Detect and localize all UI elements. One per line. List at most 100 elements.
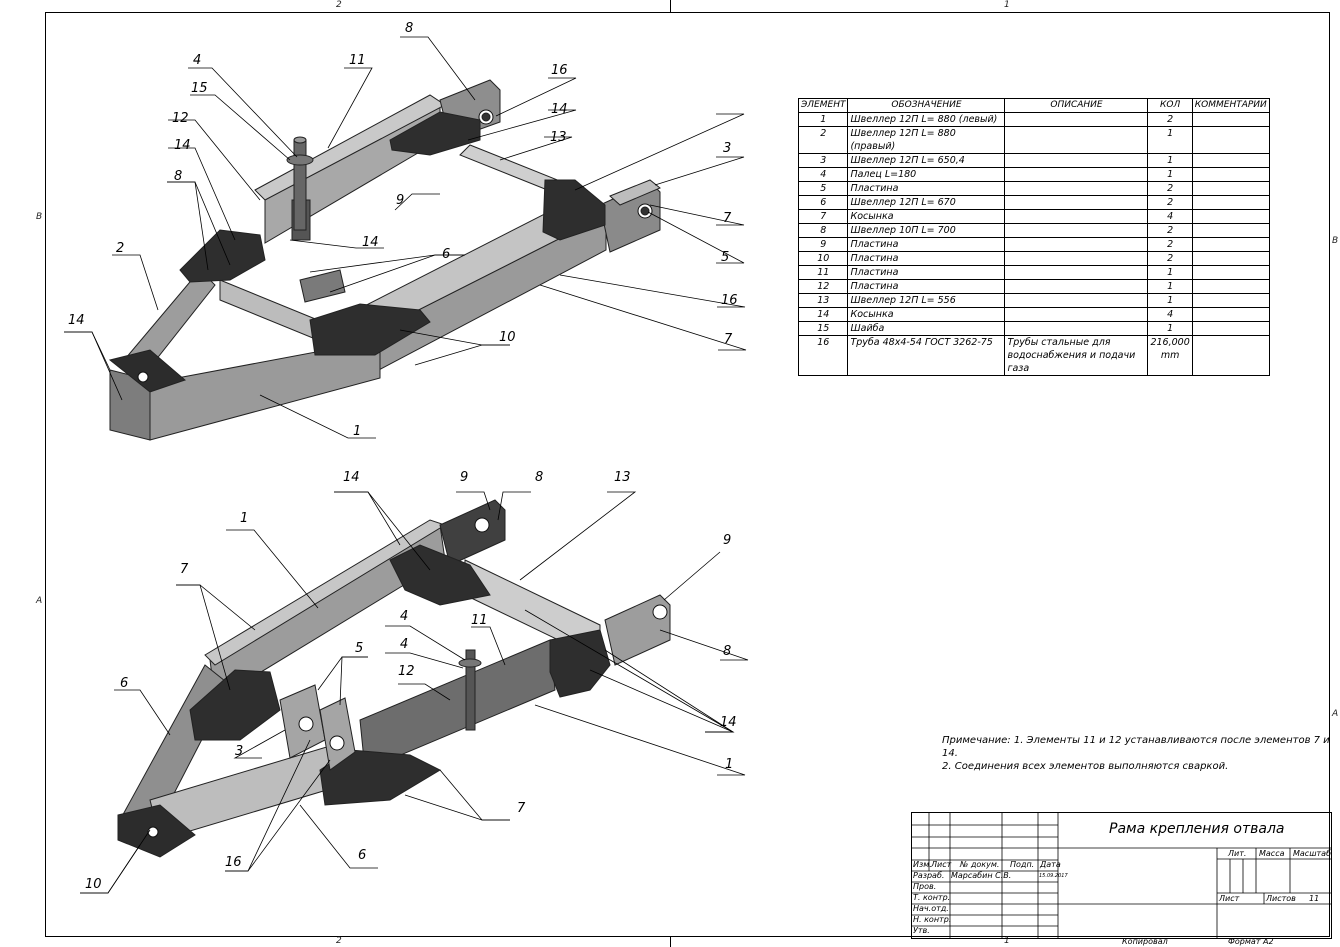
bom-header-description: ОПИСАНИЕ	[1004, 98, 1149, 113]
callout-bottom-4a: 4	[400, 609, 408, 624]
bottom-beam-2	[359, 639, 556, 771]
top-washer-15	[286, 154, 314, 166]
bom-header-row: ЭЛЕМЕНТ ОБОЗНАЧЕНИЕ ОПИСАНИЕ КОЛ КОММЕНТ…	[797, 98, 1270, 113]
bom-cell-designation: Швеллер 12П L= 670	[847, 195, 1006, 210]
tb-podp: Подп.	[1010, 860, 1035, 869]
bom-cell-comments	[1191, 307, 1270, 322]
tb-list2: Лист	[1219, 894, 1240, 903]
bom-cell-description	[1004, 181, 1149, 196]
bottom-assembly-view	[117, 499, 671, 858]
bom-cell-comments	[1191, 112, 1270, 127]
bom-cell-description	[1004, 153, 1149, 168]
tb-kopiroval: Копировал	[1122, 937, 1168, 946]
callout-bottom-1b: 1	[725, 757, 733, 772]
zone-label-right-upper: B	[1332, 236, 1339, 246]
callout-top-9: 7	[723, 211, 732, 226]
bom-cell-designation: Пластина	[847, 265, 1006, 280]
bom-cell-element: 1	[797, 112, 849, 127]
callout-top-15: 15	[191, 81, 208, 96]
top-assembly-view	[108, 79, 661, 441]
callout-top-4: 4	[193, 53, 201, 68]
callout-bottom-13: 13	[614, 470, 631, 485]
bom-cell-description	[1004, 293, 1149, 308]
tb-format: Формат А2	[1228, 937, 1274, 946]
bom-cell-qty: 4	[1147, 209, 1193, 224]
bottom-beam-8-top	[439, 499, 506, 566]
tb-utv: Утв.	[913, 926, 930, 935]
zone-label-bottom-left: 2	[336, 936, 342, 946]
callout-top-7a: 8	[174, 169, 182, 184]
tb-nachotd: Нач.отд.	[913, 904, 949, 913]
top-pin-4	[293, 139, 307, 231]
title-block-grid	[912, 813, 1331, 938]
bom-cell-description	[1004, 223, 1149, 238]
bom-cell-element: 11	[797, 265, 849, 280]
title-block: Рама крепления отвала Изм. Лист № докум.…	[911, 812, 1332, 939]
callout-bottom-12: 12	[398, 664, 415, 679]
bom-cell-comments	[1191, 321, 1270, 336]
bom-cell-element: 4	[797, 167, 849, 182]
callout-bottom-4b: 4	[400, 637, 408, 652]
bill-of-materials: ЭЛЕМЕНТ ОБОЗНАЧЕНИЕ ОПИСАНИЕ КОЛ КОММЕНТ…	[797, 98, 1270, 376]
zone-label-top-left: 2	[336, 0, 342, 10]
note-line-1: Примечание: 1. Элементы 11 и 12 устанавл…	[942, 735, 1330, 759]
callout-bottom-14a: 14	[343, 470, 360, 485]
bom-cell-designation: Шайба	[847, 321, 1006, 336]
bom-cell-qty: 1	[1147, 167, 1193, 182]
bom-header-designation: ОБОЗНАЧЕНИЕ	[847, 98, 1006, 113]
bom-cell-element: 3	[797, 153, 849, 168]
bom-cell-comments	[1191, 223, 1270, 238]
bom-cell-description	[1004, 209, 1149, 224]
bom-cell-description	[1004, 307, 1149, 322]
bom-cell-element: 15	[797, 321, 849, 336]
bom-cell-qty: 216,000 mm	[1147, 335, 1193, 376]
tb-author: Марсабин С.В.	[951, 871, 1012, 880]
bom-cell-comments	[1191, 251, 1270, 266]
bottom-pin-4	[465, 649, 476, 731]
bom-cell-description	[1004, 112, 1149, 127]
bom-cell-designation: Пластина	[847, 279, 1006, 294]
bom-cell-qty: 1	[1147, 265, 1193, 280]
bom-cell-description	[1004, 321, 1149, 336]
tb-nkontr: Н. контр.	[913, 915, 952, 924]
bom-cell-designation: Пластина	[847, 237, 1006, 252]
zone-label-top-right: 1	[1004, 0, 1010, 10]
tb-razrab: Разраб.	[913, 871, 945, 880]
bom-cell-description	[1004, 251, 1149, 266]
bom-cell-qty: 2	[1147, 223, 1193, 238]
bom-cell-element: 10	[797, 251, 849, 266]
callout-bottom-8a: 8	[535, 470, 543, 485]
callout-top-7b: 10	[499, 330, 516, 345]
top-gusset-7a	[179, 229, 266, 283]
bom-cell-element: 2	[797, 126, 849, 154]
bom-cell-qty: 1	[1147, 126, 1193, 154]
bom-cell-qty: 1	[1147, 293, 1193, 308]
callout-top-14c: 16	[721, 293, 738, 308]
callout-top-14b: 9	[396, 193, 404, 208]
tb-massa: Масса	[1259, 849, 1285, 858]
bom-cell-comments	[1191, 209, 1270, 224]
tb-lit: Лит.	[1228, 849, 1247, 858]
tb-data: Дата	[1040, 860, 1061, 869]
bottom-gusset-14b	[549, 629, 611, 698]
tb-masshtab: Масштаб	[1293, 849, 1332, 858]
bom-header-element: ЭЛЕМЕНТ	[797, 98, 849, 113]
frame-bottom	[45, 936, 1330, 937]
bom-cell-comments	[1191, 195, 1270, 210]
zone-divider-bottom	[670, 937, 671, 947]
callout-top-6b: 1	[353, 424, 361, 439]
top-gusset-14a	[389, 111, 481, 156]
tb-listov-value: 11	[1309, 894, 1320, 903]
bom-cell-designation: Труба 48х4-54 ГОСТ 3262-75	[847, 335, 1006, 376]
bom-cell-description: Трубы стальные для водоснабжения и подач…	[1004, 335, 1149, 376]
bom-cell-description	[1004, 195, 1149, 210]
callout-top-16a: 16	[551, 63, 568, 78]
